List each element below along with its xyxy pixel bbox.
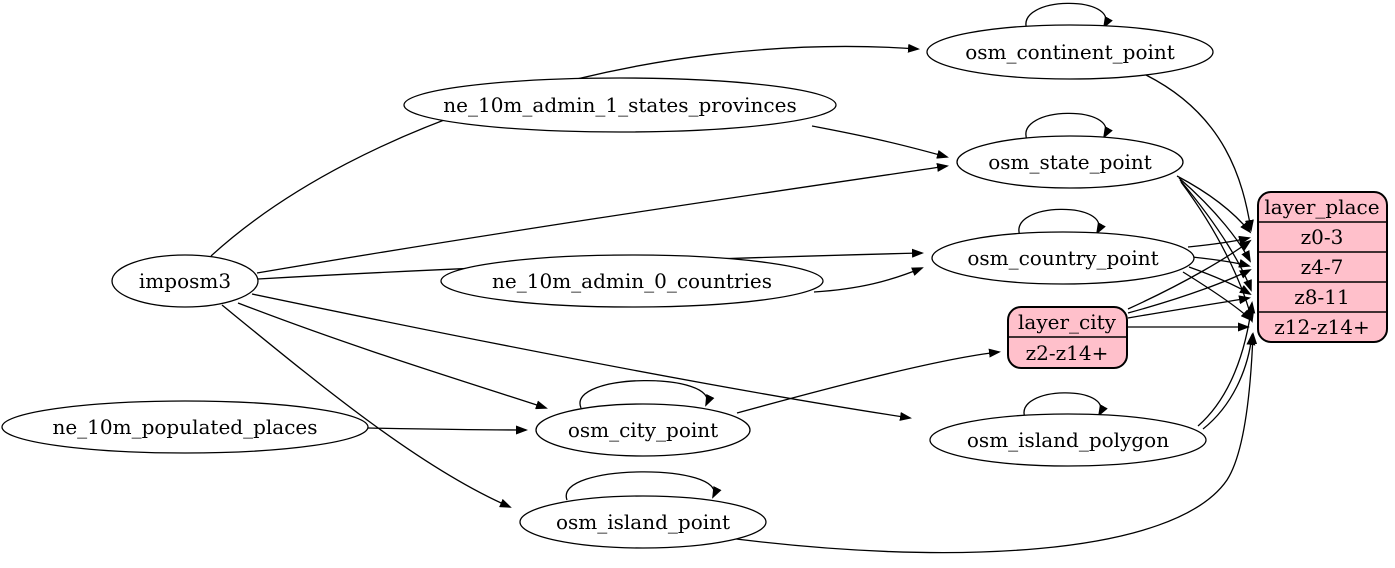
node-imposm3: imposm3 xyxy=(111,254,259,308)
edge-imposm3-osm_island_polygon xyxy=(251,293,912,421)
osm_continent_point-label: osm_continent_point xyxy=(965,40,1175,64)
edge-group xyxy=(210,2,1258,554)
ne_10m_admin_0_countries-shape xyxy=(440,254,824,308)
edge-osm_island_point-layer_place-z12-z14 xyxy=(712,332,1258,554)
node-osm_city_point: osm_city_point xyxy=(535,403,751,457)
ne_10m_admin_0_countries-label: ne_10m_admin_0_countries xyxy=(492,269,772,293)
edge-osm_country_point-layer_place-z12-z14 xyxy=(1182,271,1253,322)
node-osm_state_point: osm_state_point xyxy=(956,135,1184,189)
layer_place-row-z4-7: z4-7 xyxy=(1301,255,1344,279)
edge-imposm3-osm_city_point xyxy=(237,302,548,410)
record-layer_city: layer_city z2-z14+ xyxy=(1007,306,1128,369)
osm_state_point-label: osm_state_point xyxy=(988,150,1152,174)
edge-osm_island_polygon-layer_place-z8-11 xyxy=(1197,301,1256,427)
edge-self-loop-osm_city_point xyxy=(579,379,715,409)
ne_10m_admin_1_states_provinces-label: ne_10m_admin_1_states_provinces xyxy=(443,93,796,117)
imposm3-label: imposm3 xyxy=(139,269,231,293)
edge-osm_state_point-layer_place-z0-3 xyxy=(1176,175,1252,234)
node-ne_10m_admin_0_countries: ne_10m_admin_0_countries xyxy=(440,254,824,308)
ne_10m_populated_places-shape xyxy=(1,400,369,454)
edge-self-loop-osm_continent_point xyxy=(1025,2,1113,31)
node-osm_island_polygon: osm_island_polygon xyxy=(929,413,1207,467)
edge-self-loop-osm_island_polygon xyxy=(1023,392,1108,419)
osm_island_point-shape xyxy=(519,495,767,549)
osm_city_point-shape xyxy=(535,403,751,457)
osm_country_point-label: osm_country_point xyxy=(967,246,1158,270)
edge-osm_city_point-layer_city-z2-z14 xyxy=(736,348,1001,414)
edge-layer_city-layer_place-z4-7 xyxy=(1127,269,1252,314)
layer_place-title: layer_place xyxy=(1264,195,1379,219)
record-layer_place: layer_place z0-3 z4-7 z8-11 z12-z14+ xyxy=(1257,191,1388,343)
node-osm_island_point: osm_island_point xyxy=(519,495,767,549)
osm_island_point-label: osm_island_point xyxy=(556,510,730,534)
osm_continent_point-shape xyxy=(926,24,1214,80)
edge-ne_10m_admin_0_countries-osm_country_point xyxy=(813,267,924,293)
edge-osm_country_point-layer_place-z0-3 xyxy=(1187,235,1251,248)
edge-osm_state_point-layer_place-z4-7 xyxy=(1178,177,1251,263)
node-ne_10m_populated_places: ne_10m_populated_places xyxy=(1,400,369,454)
layer_place-row-z8-11: z8-11 xyxy=(1294,285,1349,309)
ne_10m_admin_1_states_provinces-shape xyxy=(403,77,837,133)
node-ne_10m_admin_1_states_provinces: ne_10m_admin_1_states_provinces xyxy=(403,77,837,133)
edge-self-loop-osm_state_point xyxy=(1025,112,1113,141)
edge-imposm3-osm_island_point xyxy=(221,304,512,508)
edge-osm_island_polygon-layer_place-z12-z14 xyxy=(1202,333,1256,430)
edge-ne_10m_populated_places-osm_city_point xyxy=(367,425,528,435)
edge-osm_state_point-layer_place-z8-11 xyxy=(1179,179,1252,292)
edge-imposm3-osm_state_point xyxy=(256,163,949,274)
edge-self-loop-osm_island_point xyxy=(565,471,722,501)
ne_10m_populated_places-label: ne_10m_populated_places xyxy=(52,415,317,439)
osm_island_polygon-label: osm_island_polygon xyxy=(967,428,1169,452)
edge-ne_10m_admin_1_states_provinces-osm_state_point xyxy=(811,125,949,159)
layer_place-row-z12-z14: z12-z14+ xyxy=(1274,315,1370,339)
imposm3-shape xyxy=(111,254,259,308)
osm_state_point-shape xyxy=(956,135,1184,189)
layer_place-row-z0-3: z0-3 xyxy=(1301,225,1344,249)
osm_island_polygon-shape xyxy=(929,413,1207,467)
edge-imposm3-osm_continent_point xyxy=(210,43,920,257)
edge-osm_state_point-layer_place-z12-z14 xyxy=(1180,181,1255,323)
edge-self-loop-osm_country_point xyxy=(1018,208,1106,237)
edge-osm_country_point-layer_place-z4-7 xyxy=(1191,256,1251,268)
layer_city-row-z2-z14: z2-z14+ xyxy=(1026,341,1109,365)
node-osm_country_point: osm_country_point xyxy=(931,231,1195,285)
layer_place-box xyxy=(1257,191,1388,343)
edge-layer_city-layer_place-z0-3 xyxy=(1127,239,1252,310)
edge-osm_country_point-layer_place-z8-11 xyxy=(1188,266,1252,296)
node-osm_continent_point: osm_continent_point xyxy=(926,24,1214,80)
osm_country_point-shape xyxy=(931,231,1195,285)
edge-osm_continent_point-layer_place-z0-3 xyxy=(1145,74,1254,232)
osm_city_point-label: osm_city_point xyxy=(568,418,718,442)
edge-layer_city-layer_place-z8-11 xyxy=(1127,295,1251,319)
layer_city-title: layer_city xyxy=(1018,310,1117,334)
